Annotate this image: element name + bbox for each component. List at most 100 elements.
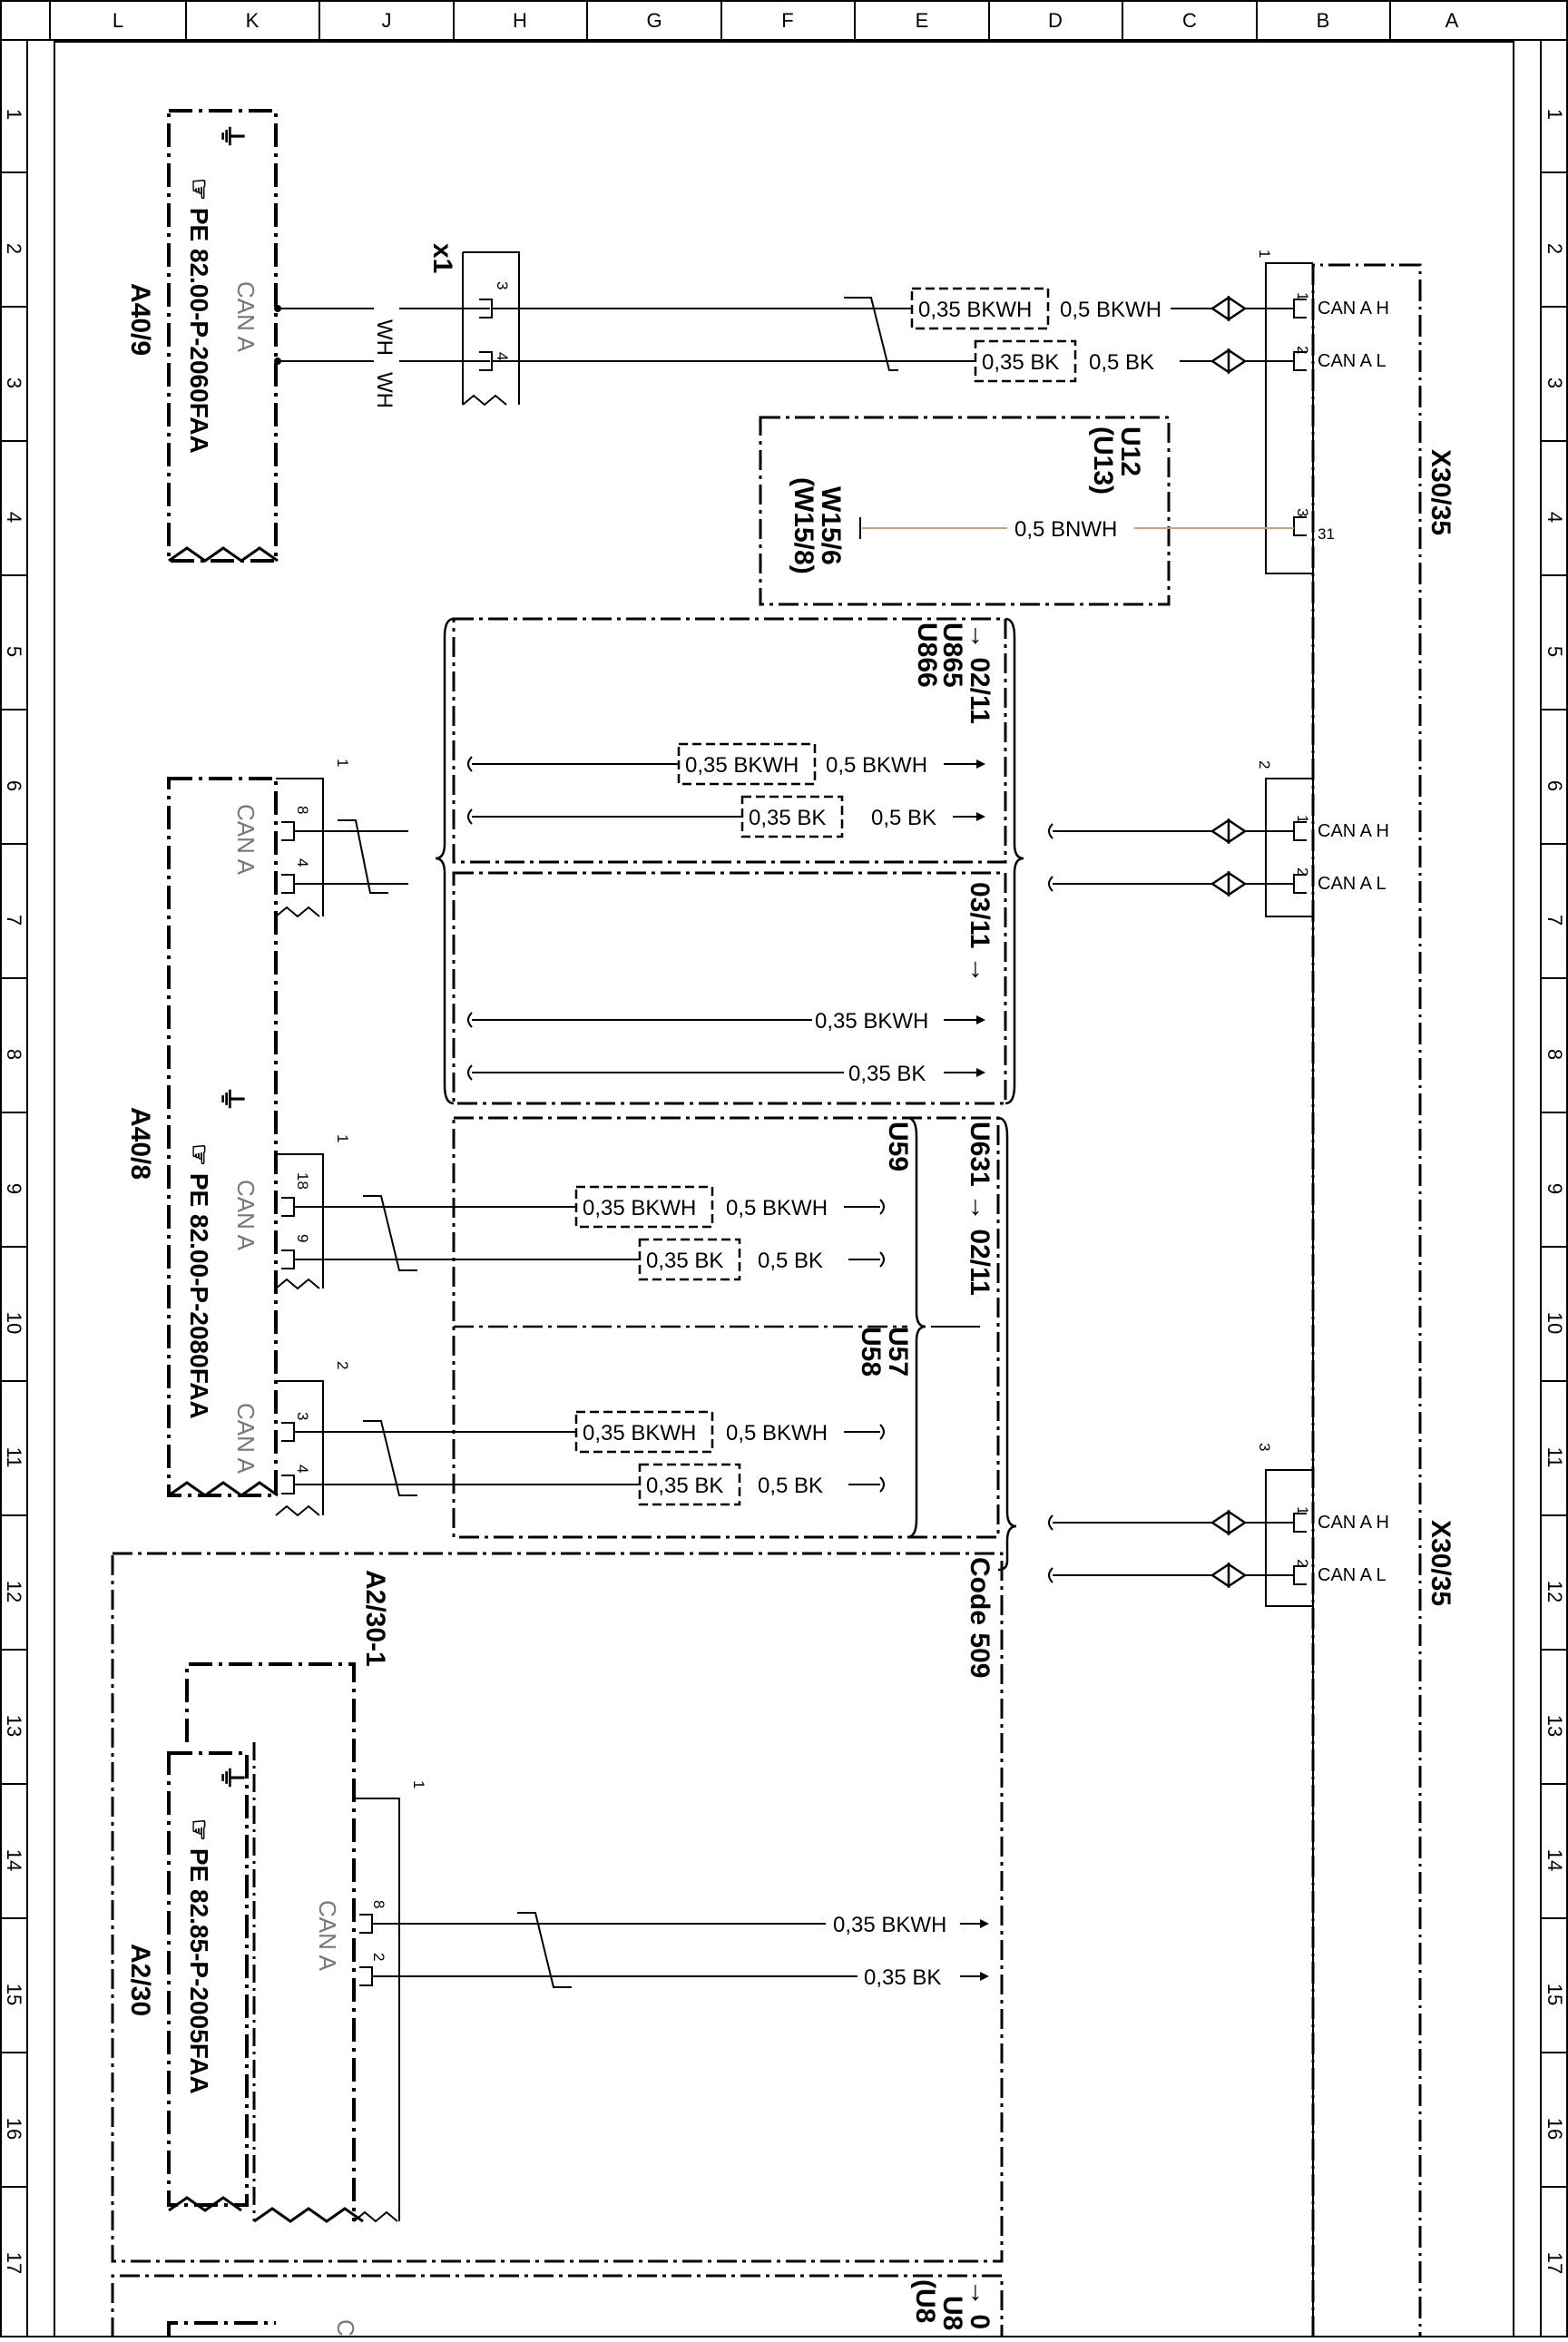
a40-9-doc-ref: ☞ PE 82.00-P-2060FAA — [185, 178, 213, 454]
row-ticks — [0, 171, 1568, 2188]
row-labels: 1 2 3 4 5 6 7 8 9 10 11 12 13 14 15 16 1… — [3, 109, 1566, 2274]
a2-30-label: A2/30 — [125, 1944, 155, 2016]
col-B: B — [1317, 9, 1330, 32]
bottom-variant-code2: (U8 — [910, 2279, 940, 2323]
row-14-right: 14 — [1544, 1849, 1566, 1871]
row-11-left: 11 — [3, 1447, 25, 1468]
variant-03-11-label: 03/11 → — [965, 882, 995, 984]
a2-30-1-bus-label: CAN A — [314, 1900, 341, 1972]
row-13-left: 13 — [3, 1715, 25, 1737]
x30-35-bus-outline — [1311, 263, 1422, 2337]
code-509-label: Code 509 — [965, 1557, 995, 1678]
svg-text:2: 2 — [1294, 1559, 1311, 1567]
w15-8-label: (W15/8) — [789, 477, 818, 574]
row-15-left: 15 — [3, 1984, 25, 2005]
code-509-box — [111, 1552, 1004, 2263]
col-G: G — [646, 9, 662, 32]
ground-icon-a40-8: ⏚ — [216, 1085, 246, 1112]
col-D: D — [1048, 9, 1063, 32]
svg-text:3: 3 — [294, 1412, 311, 1420]
x30-35-label-top: X30/35 — [1426, 449, 1455, 535]
row-7-right: 7 — [1544, 915, 1566, 926]
x1-label: x1 — [427, 243, 457, 273]
pin-can-a-h-2: CAN A H — [1318, 821, 1389, 841]
row-4-left: 4 — [3, 512, 25, 523]
row-8-left: 8 — [3, 1049, 25, 1060]
a40-8-doc-ref: ☞ PE 82.00-P-2080FAA — [185, 1143, 213, 1419]
wire-05-bk-6: 0,5 BK — [871, 806, 936, 830]
svg-text:18: 18 — [294, 1172, 311, 1190]
variant-u631-label: U631 → 02/11 — [965, 1122, 995, 1296]
a40-8-bus-label-1: CAN A — [232, 804, 260, 876]
wire-05-bnwh: 0,5 BNWH — [1014, 517, 1117, 542]
drawing-border — [54, 41, 1514, 2337]
bus-conn-2-num: 2 — [1256, 760, 1273, 769]
wire-035-bk-8: 0,35 BK — [848, 1062, 926, 1086]
col-A: A — [1446, 9, 1459, 32]
svg-text:1: 1 — [1294, 292, 1311, 300]
column-labels: L K J H G F E D C B A — [113, 9, 1459, 32]
col-K: K — [246, 9, 260, 32]
row-5-right: 5 — [1544, 646, 1566, 657]
col-H: H — [513, 9, 527, 32]
x30-35-label-bottom: X30/35 — [1426, 1520, 1455, 1606]
wire-035-bk-9: 0,35 BK — [646, 1249, 723, 1273]
a2-30-box — [167, 1751, 249, 2207]
svg-text:4: 4 — [494, 352, 511, 360]
pin-31: 31 — [1318, 525, 1335, 543]
row-13-right: 13 — [1544, 1715, 1566, 1737]
wire-05-bk-top: 0,5 BK — [1089, 350, 1154, 375]
bottom-partial-label: C — [332, 2319, 359, 2337]
wire-035-bkwh-6: 0,35 BKWH — [685, 753, 799, 778]
a40-8-bus-label-2: CAN A — [232, 1180, 260, 1251]
column-ticks — [49, 0, 1391, 40]
col-C: C — [1182, 9, 1197, 32]
w15-6-label: W15/6 — [816, 486, 846, 565]
row-6-right: 6 — [1544, 780, 1566, 791]
row-3-right: 3 — [1544, 377, 1566, 388]
wire-05-bkwh-11: 0,5 BKWH — [726, 1421, 828, 1445]
variant-u866: U866 — [912, 622, 942, 688]
row-11-right: 11 — [1544, 1447, 1566, 1468]
svg-text:3: 3 — [494, 281, 511, 289]
svg-text:1: 1 — [410, 1780, 427, 1788]
variant-box-03-11 — [452, 871, 1007, 1105]
row-6-left: 6 — [3, 780, 25, 791]
a40-9-label: A40/9 — [125, 283, 155, 356]
row-9-left: 9 — [3, 1183, 25, 1194]
col-F: F — [781, 9, 793, 32]
bus-conn-1-num: 1 — [1256, 250, 1273, 258]
a40-8-bus-label-3: CAN A — [232, 1403, 260, 1475]
svg-text:1: 1 — [334, 759, 351, 767]
row-7-left: 7 — [3, 915, 25, 926]
variant-02-11-label: → 02/11 — [965, 622, 995, 724]
row-12-right: 12 — [1544, 1581, 1566, 1602]
svg-text:1: 1 — [334, 1134, 351, 1142]
row-9-right: 9 — [1544, 1183, 1566, 1194]
a2-30-doc-ref: ☞ PE 82.85-P-2005FAA — [185, 1818, 213, 2094]
row-17-right: 17 — [1544, 2252, 1566, 2274]
bus-splice-markers — [1210, 295, 1248, 1589]
svg-text:2: 2 — [1294, 346, 1311, 354]
row-10-right: 10 — [1544, 1312, 1566, 1334]
wire-05-bkwh-top: 0,5 BKWH — [1060, 298, 1161, 322]
row-2-right: 2 — [1544, 243, 1566, 254]
svg-text:2: 2 — [334, 1361, 351, 1369]
wire-05-bkwh-9: 0,5 BKWH — [726, 1196, 828, 1220]
wire-035-bkwh-11: 0,35 BKWH — [583, 1421, 696, 1445]
wire-05-bk-9: 0,5 BK — [758, 1249, 823, 1273]
svg-text:8: 8 — [370, 1900, 387, 1908]
pin-can-a-l-3: CAN A L — [1318, 1565, 1387, 1585]
svg-text:9: 9 — [294, 1234, 311, 1242]
wire-wh-1: WH — [372, 319, 397, 356]
row-1-left: 1 — [3, 109, 25, 120]
row-8-right: 8 — [1544, 1049, 1566, 1060]
wire-wh-2: WH — [372, 372, 397, 408]
wire-035-bkwh-14: 0,35 BKWH — [833, 1913, 946, 1937]
svg-text:4: 4 — [294, 858, 311, 867]
bus-conn-3-num: 3 — [1256, 1443, 1273, 1451]
pin-can-a-l-2: CAN A L — [1318, 874, 1387, 894]
row-3-left: 3 — [3, 377, 25, 388]
